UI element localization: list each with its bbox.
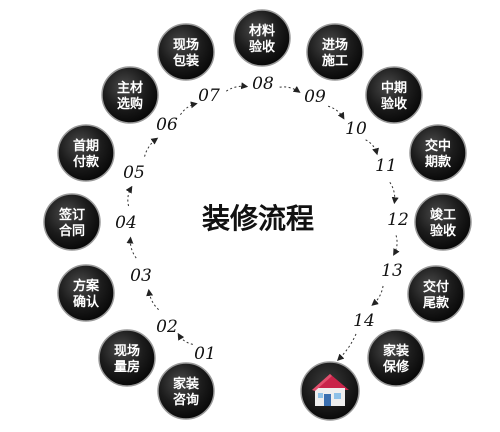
flow-arrow [125, 185, 133, 207]
flow-arrow [144, 137, 159, 157]
step-node-circle [414, 193, 472, 251]
step-label: 合同 [59, 223, 85, 239]
step-number: 13 [381, 261, 403, 281]
step-node-circle [367, 329, 425, 387]
flow-arrow [389, 182, 399, 205]
step-label: 期款 [425, 154, 452, 170]
step-node-circle [98, 329, 156, 387]
step-label: 签订 [58, 207, 85, 223]
step-label: 交付 [423, 279, 449, 295]
center-title: 装修流程 [202, 202, 314, 235]
flow-arrow [146, 288, 160, 311]
step-number: 09 [304, 87, 326, 107]
flow-arrow [393, 235, 400, 256]
step-number: 06 [156, 115, 178, 135]
step-label: 主材 [117, 80, 143, 96]
step-label: 验收 [249, 39, 276, 55]
step-number: 07 [198, 86, 220, 106]
step-label: 现场 [114, 344, 140, 359]
step-nodes: 家装咨询现场量房方案确认签订合同首期付款主材选购现场包装材料验收进场施工中期验收… [43, 9, 472, 420]
flow-arrow [327, 105, 345, 120]
step-label: 咨询 [173, 392, 199, 408]
step-number: 04 [115, 213, 137, 233]
step-node-circle [365, 66, 423, 124]
step-label: 首期 [73, 138, 99, 154]
step-number: 14 [353, 311, 375, 331]
step-node-circle [43, 193, 101, 251]
step-label: 验收 [381, 96, 408, 112]
flow-arrow [279, 86, 301, 93]
step-node-circle [233, 9, 291, 67]
step-label: 施工 [322, 53, 348, 69]
flow-arrow [371, 285, 384, 306]
step-number: 12 [387, 210, 409, 230]
step-node-circle [57, 124, 115, 182]
step-node-circle [157, 23, 215, 81]
step-number: 10 [345, 119, 367, 139]
step-node-circle [57, 264, 115, 322]
step-number: 02 [156, 317, 178, 337]
step-label: 选购 [117, 96, 143, 112]
flow-arrow [365, 139, 379, 156]
step-number: 01 [194, 344, 216, 364]
step-label: 竣工 [430, 207, 456, 223]
step-number: 05 [123, 163, 145, 183]
step-label: 保修 [382, 359, 410, 375]
flow-arrow [180, 101, 198, 115]
step-numbers: 01 02 03 04 05 06 07 08 09 10 11 12 13 14 [115, 74, 409, 364]
flow-arrow [226, 82, 249, 92]
step-label: 尾款 [423, 295, 450, 311]
flow-arrow [337, 333, 357, 361]
step-label: 方案 [73, 278, 100, 294]
step-label: 量房 [114, 359, 140, 375]
step-label: 包装 [173, 53, 199, 69]
step-label: 验收 [430, 223, 457, 239]
final-house-node [300, 361, 360, 421]
step-number: 08 [252, 74, 274, 94]
step-node-circle [409, 124, 467, 182]
step-node-circle [157, 362, 215, 420]
step-label: 现场 [173, 38, 199, 53]
step-node-circle [101, 66, 159, 124]
house-icon [312, 374, 349, 406]
flow-arrow [126, 236, 137, 259]
step-label: 中期 [381, 80, 407, 96]
step-label: 家装 [173, 376, 199, 392]
step-node-circle [407, 265, 465, 323]
step-node-circle [306, 23, 364, 81]
step-label: 家装 [383, 343, 409, 359]
step-label: 材料 [249, 23, 275, 39]
step-label: 付款 [73, 154, 100, 170]
step-number: 11 [375, 156, 397, 176]
flow-arrow [177, 332, 193, 345]
flow-arrows [125, 82, 400, 361]
step-label: 确认 [73, 294, 100, 310]
step-number: 03 [130, 266, 152, 286]
step-label: 交中 [425, 138, 451, 154]
step-label: 进场 [322, 38, 348, 53]
